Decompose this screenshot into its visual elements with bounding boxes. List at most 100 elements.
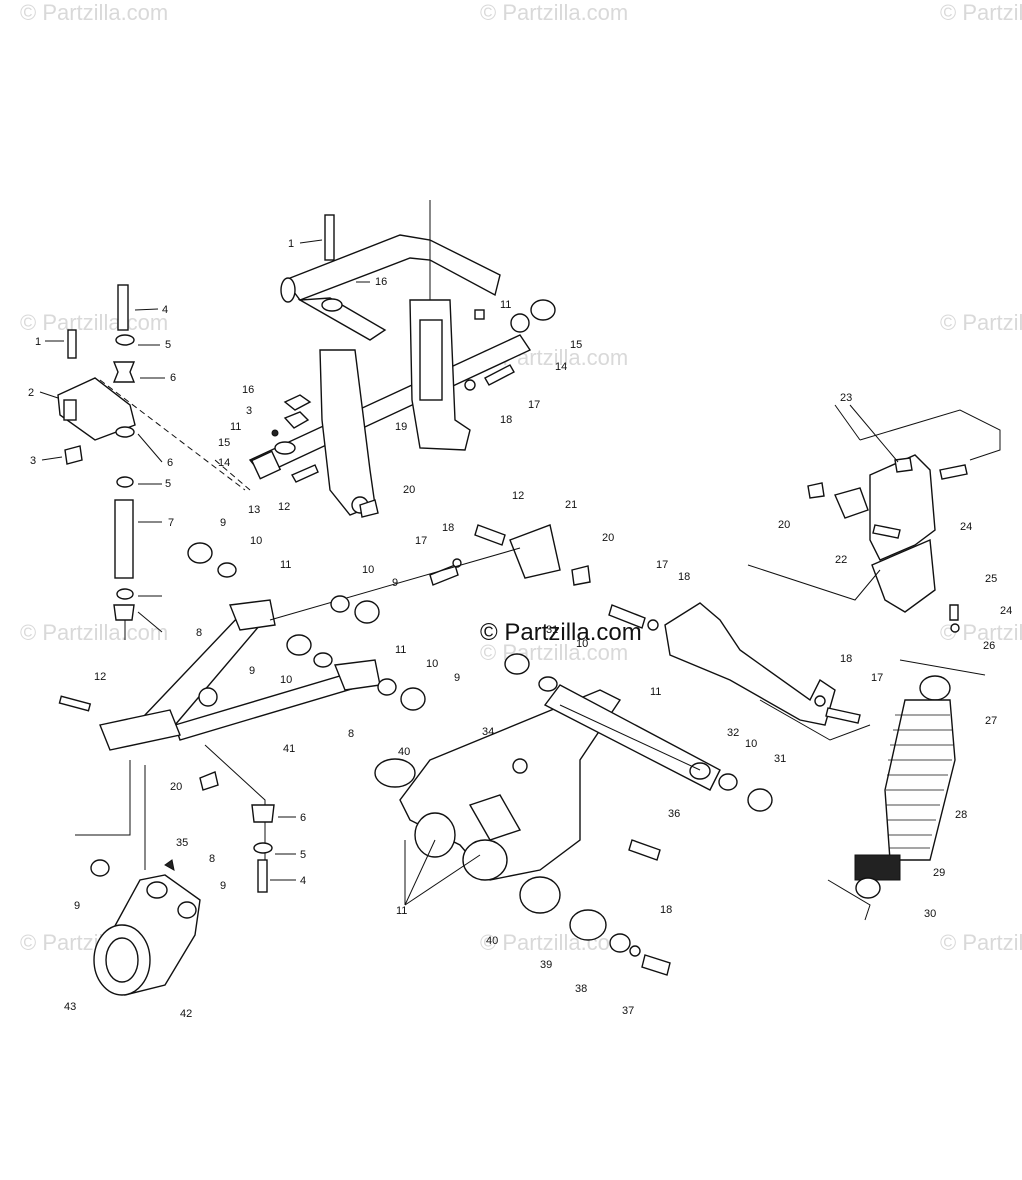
callout: 8: [348, 728, 354, 740]
leader: [849, 404, 899, 463]
callout: 16: [375, 276, 387, 288]
washer-15-left: [274, 441, 296, 455]
leader: [834, 404, 861, 441]
arm-leader: [559, 704, 701, 771]
bushing-9-spindle-left: [90, 859, 110, 877]
watermark: © Partzilla.com: [480, 930, 628, 955]
washer-18-rocker: [647, 619, 659, 631]
callout: 13: [248, 504, 260, 516]
bushing-9-d: [400, 687, 426, 711]
callout: 1: [35, 336, 41, 348]
bolt-12-arm: [58, 695, 92, 712]
bolt-12-idler: [474, 524, 506, 546]
leader: [404, 839, 436, 906]
grease-fitting-11: [474, 309, 485, 320]
frame-tube-end: [280, 277, 296, 303]
grease-fitting-11-left: [271, 429, 279, 437]
leader: [137, 433, 163, 463]
shock-bottom-eye-30: [855, 877, 881, 899]
callout: 12: [512, 490, 524, 502]
washer-10-upper: [538, 676, 558, 692]
callout: 23: [840, 392, 852, 404]
callout: 37: [622, 1005, 634, 1017]
link-leader: [759, 699, 871, 741]
leader: [137, 611, 163, 633]
callout: 10: [576, 638, 588, 650]
bolt-22: [872, 524, 901, 539]
washer-5-mid: [116, 476, 134, 488]
lower-arm-plate: [468, 794, 522, 841]
callout: 6: [167, 457, 173, 469]
callout: 4: [162, 304, 168, 316]
callout: 28: [955, 809, 967, 821]
callout: 27: [985, 715, 997, 727]
washer-18-link: [814, 695, 826, 707]
watermark: © Partzilla.com: [20, 620, 168, 645]
callout: 17: [656, 559, 668, 571]
bolt-24-upper: [939, 464, 968, 480]
washer-38: [609, 933, 631, 953]
washer-16-top: [321, 298, 343, 312]
bushing-11-right: [462, 839, 508, 881]
bracket-leader: [747, 564, 881, 601]
dashed-link: [99, 379, 246, 491]
callout: 8: [209, 853, 215, 865]
callout: 17: [871, 672, 883, 684]
fitting-35: [164, 859, 175, 871]
leader: [41, 456, 63, 461]
bracket-22: [834, 487, 869, 519]
callout: 12: [278, 501, 290, 513]
callout: 29: [933, 867, 945, 879]
washer-10-d: [377, 678, 397, 696]
callout: 42: [180, 1008, 192, 1020]
bushing-11-left: [414, 812, 456, 858]
callout: 11: [396, 905, 407, 917]
bushing-15: [530, 299, 556, 321]
washer-10-b: [330, 595, 350, 613]
callout: 11: [230, 421, 241, 433]
bolt-4-bottom: [257, 859, 268, 893]
bushing-31-lower: [747, 788, 773, 812]
washer-5-lower: [116, 588, 134, 600]
nut-3-left: [283, 411, 310, 429]
callout: 24: [1000, 605, 1012, 617]
callout: 20: [170, 781, 182, 793]
callout: 18: [500, 414, 512, 426]
bushing-6-mid: [115, 426, 135, 438]
callout: 5: [165, 478, 171, 490]
shock-spring-28: [884, 699, 956, 861]
callout: 11: [395, 644, 406, 656]
shock-top-eye-27: [919, 675, 951, 701]
callout: 9: [220, 880, 226, 892]
callout: 6: [170, 372, 176, 384]
bolt-12-crank: [291, 464, 319, 483]
callout: 40: [486, 935, 498, 947]
callout: 15: [218, 437, 230, 449]
callout: 3: [246, 405, 252, 417]
shock-body-29: [854, 854, 901, 881]
callout: 11: [500, 299, 511, 311]
idler-block-21: [509, 524, 561, 579]
bolt-36: [628, 839, 661, 861]
washer-10-c: [313, 652, 333, 668]
callout: 2: [28, 387, 34, 399]
shock-absorber: [827, 675, 956, 921]
callout: 26: [983, 640, 995, 652]
bushing-32: [689, 762, 711, 780]
callout: 31: [774, 753, 786, 765]
shaft-square-end: [250, 450, 282, 480]
watermark: © Partzilla.com: [940, 0, 1022, 25]
bushing-6-lower: [113, 604, 135, 621]
tie-rod: [269, 547, 521, 621]
nut-20-idler: [571, 565, 591, 586]
callout: 16: [242, 384, 254, 396]
callout: 1: [288, 238, 294, 250]
bolt-17-link: [825, 707, 861, 724]
shock-mount-bracket: [747, 409, 1001, 676]
steering-post-7: [114, 499, 134, 579]
watermark: © Partzilla.com: [20, 0, 168, 25]
dashed-leader: [214, 459, 251, 491]
callout: 5: [165, 339, 171, 351]
bell-crank-slot: [419, 319, 443, 401]
